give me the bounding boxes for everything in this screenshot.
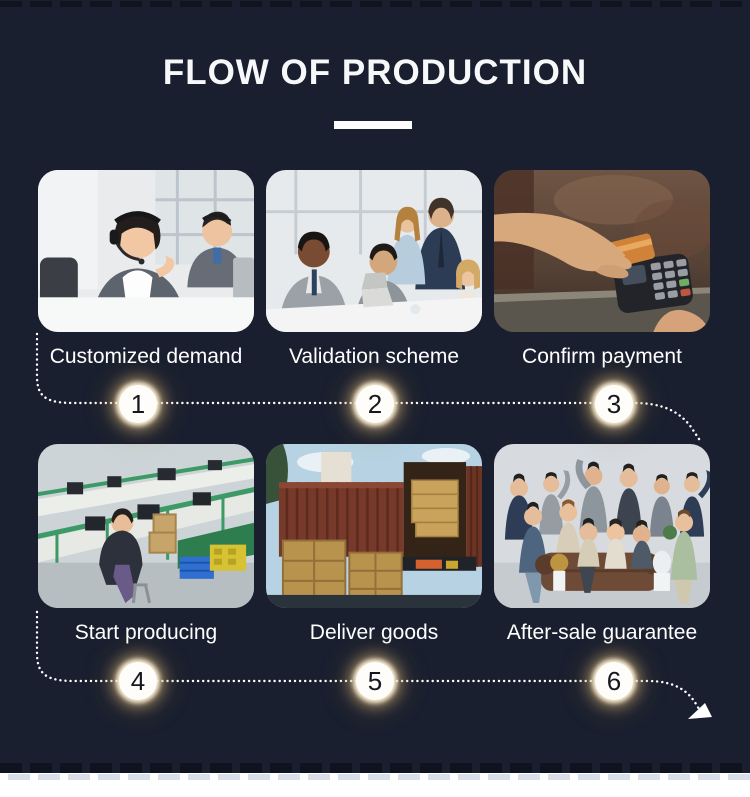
step-number-badge-6: 6 <box>595 662 633 700</box>
business-meeting-photo <box>266 170 482 332</box>
steps-row-1: Customized demand <box>38 170 712 369</box>
step-label: Start producing <box>74 621 218 644</box>
page-title: FLOW OF PRODUCTION <box>162 53 588 92</box>
card-payment-photo <box>494 170 710 332</box>
step-5-deliver-goods: Deliver goods <box>266 444 482 645</box>
step-4-start-producing: Start producing <box>38 444 254 645</box>
factory-production-photo <box>38 444 254 608</box>
top-perforated-edge <box>0 1 750 7</box>
step-3-confirm-payment: Confirm payment <box>494 170 710 369</box>
company-team-photo <box>494 444 710 608</box>
bottom-perforated-edge <box>0 763 750 773</box>
steps-row-2: Start producing <box>38 444 712 645</box>
step-number-badge-4: 4 <box>119 662 157 700</box>
step-label: Validation scheme <box>288 345 460 368</box>
step-number-badge-3: 3 <box>595 385 633 423</box>
step-label: Customized demand <box>49 345 243 368</box>
flow-line-row2 <box>35 610 702 716</box>
step-number-badge-5: 5 <box>356 662 394 700</box>
flow-arrow-icon <box>688 703 712 719</box>
step-label: Deliver goods <box>309 621 439 644</box>
customer-service-photo <box>38 170 254 332</box>
flow-line-row1 <box>35 332 703 444</box>
step-number-badge-1: 1 <box>119 385 157 423</box>
step-6-after-sale-guarantee: After-sale guarantee <box>494 444 710 645</box>
step-label: After-sale guarantee <box>506 621 698 644</box>
step-label: Confirm payment <box>522 345 682 368</box>
bottom-white-strip <box>0 773 750 797</box>
step-number-badge-2: 2 <box>356 385 394 423</box>
step-2-validation-scheme: Validation scheme <box>266 170 482 369</box>
title-divider <box>334 121 412 129</box>
step-1-customized-demand: Customized demand <box>38 170 254 369</box>
container-truck-photo <box>266 444 482 608</box>
